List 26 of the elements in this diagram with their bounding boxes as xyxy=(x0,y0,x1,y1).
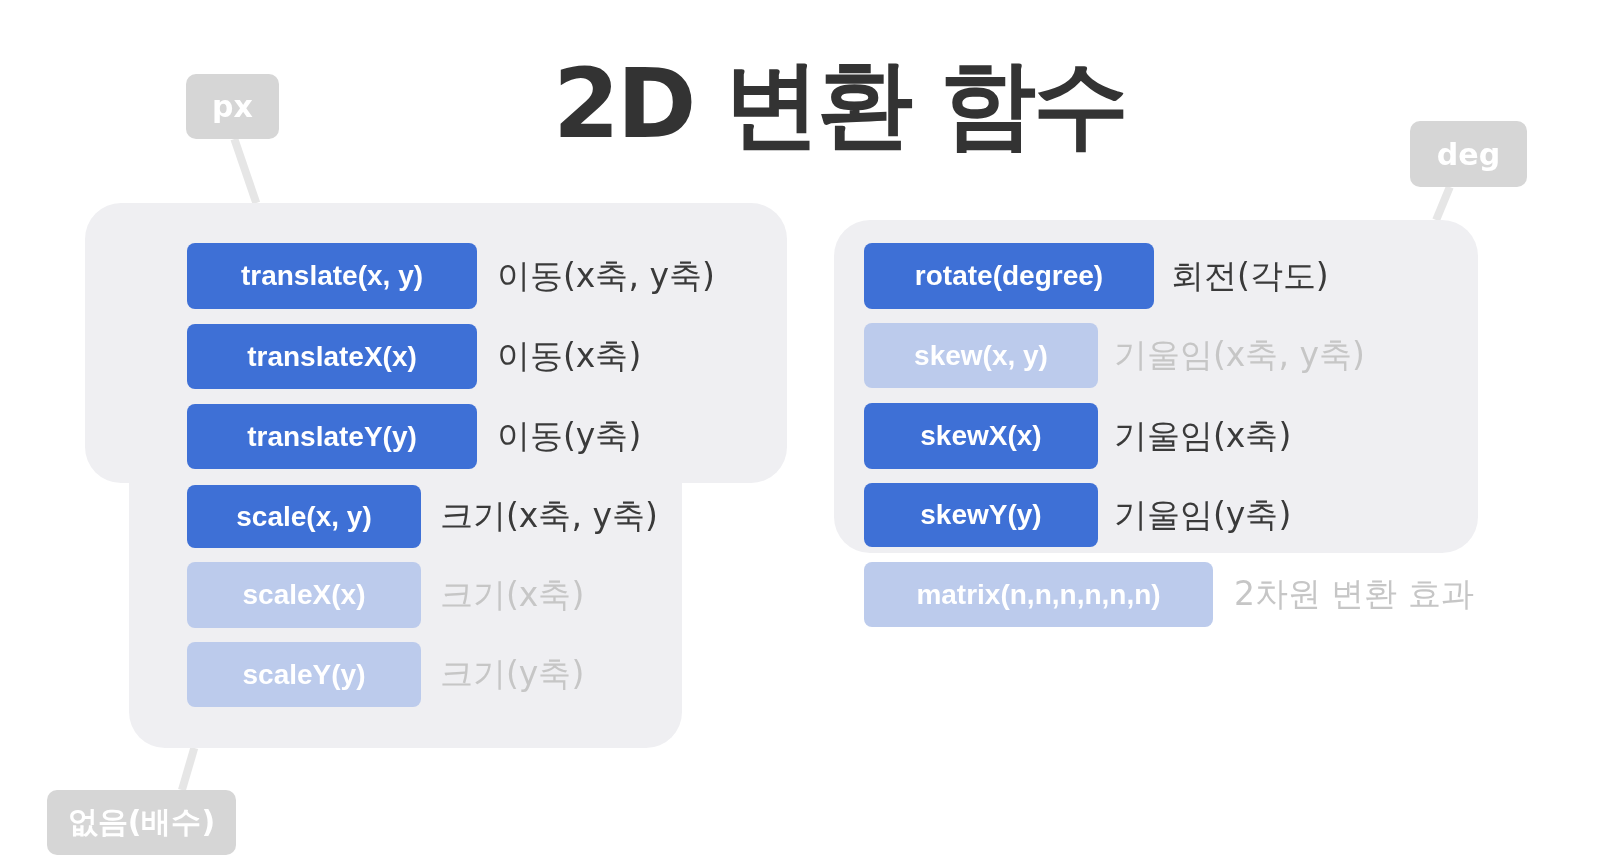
description-text: 기울임(y축) xyxy=(1114,493,1292,536)
description-text: 기울임(x축) xyxy=(1114,414,1292,457)
description-text: 이동(y축) xyxy=(497,415,642,457)
function-box: skewX(x) xyxy=(864,403,1098,469)
group-panel xyxy=(129,483,682,748)
description-text: 2차원 변환 효과 xyxy=(1234,573,1474,615)
function-box: translateX(x) xyxy=(187,324,477,389)
function-box: scaleX(x) xyxy=(187,562,421,628)
function-box: scale(x, y) xyxy=(187,485,421,548)
function-box: scaleY(y) xyxy=(187,642,421,707)
function-box: rotate(degree) xyxy=(864,243,1154,309)
function-box: skewY(y) xyxy=(864,483,1098,547)
group-panel xyxy=(85,203,787,483)
function-box: translateY(y) xyxy=(187,404,477,469)
connector-line xyxy=(230,137,261,205)
connector-line xyxy=(178,746,199,792)
description-text: 이동(x축) xyxy=(497,335,642,377)
description-text: 이동(x축, y축) xyxy=(497,254,715,297)
function-box: translate(x, y) xyxy=(187,243,477,309)
group-panel xyxy=(834,220,1478,553)
title: 2D 변환 함수 xyxy=(553,52,1127,158)
description-text: 회전(각도) xyxy=(1171,254,1329,297)
function-box: skew(x, y) xyxy=(864,323,1098,388)
connector-line xyxy=(1432,185,1454,222)
function-box: matrix(n,n,n,n,n,n) xyxy=(864,562,1213,627)
description-text: 크기(x축, y축) xyxy=(440,495,658,537)
